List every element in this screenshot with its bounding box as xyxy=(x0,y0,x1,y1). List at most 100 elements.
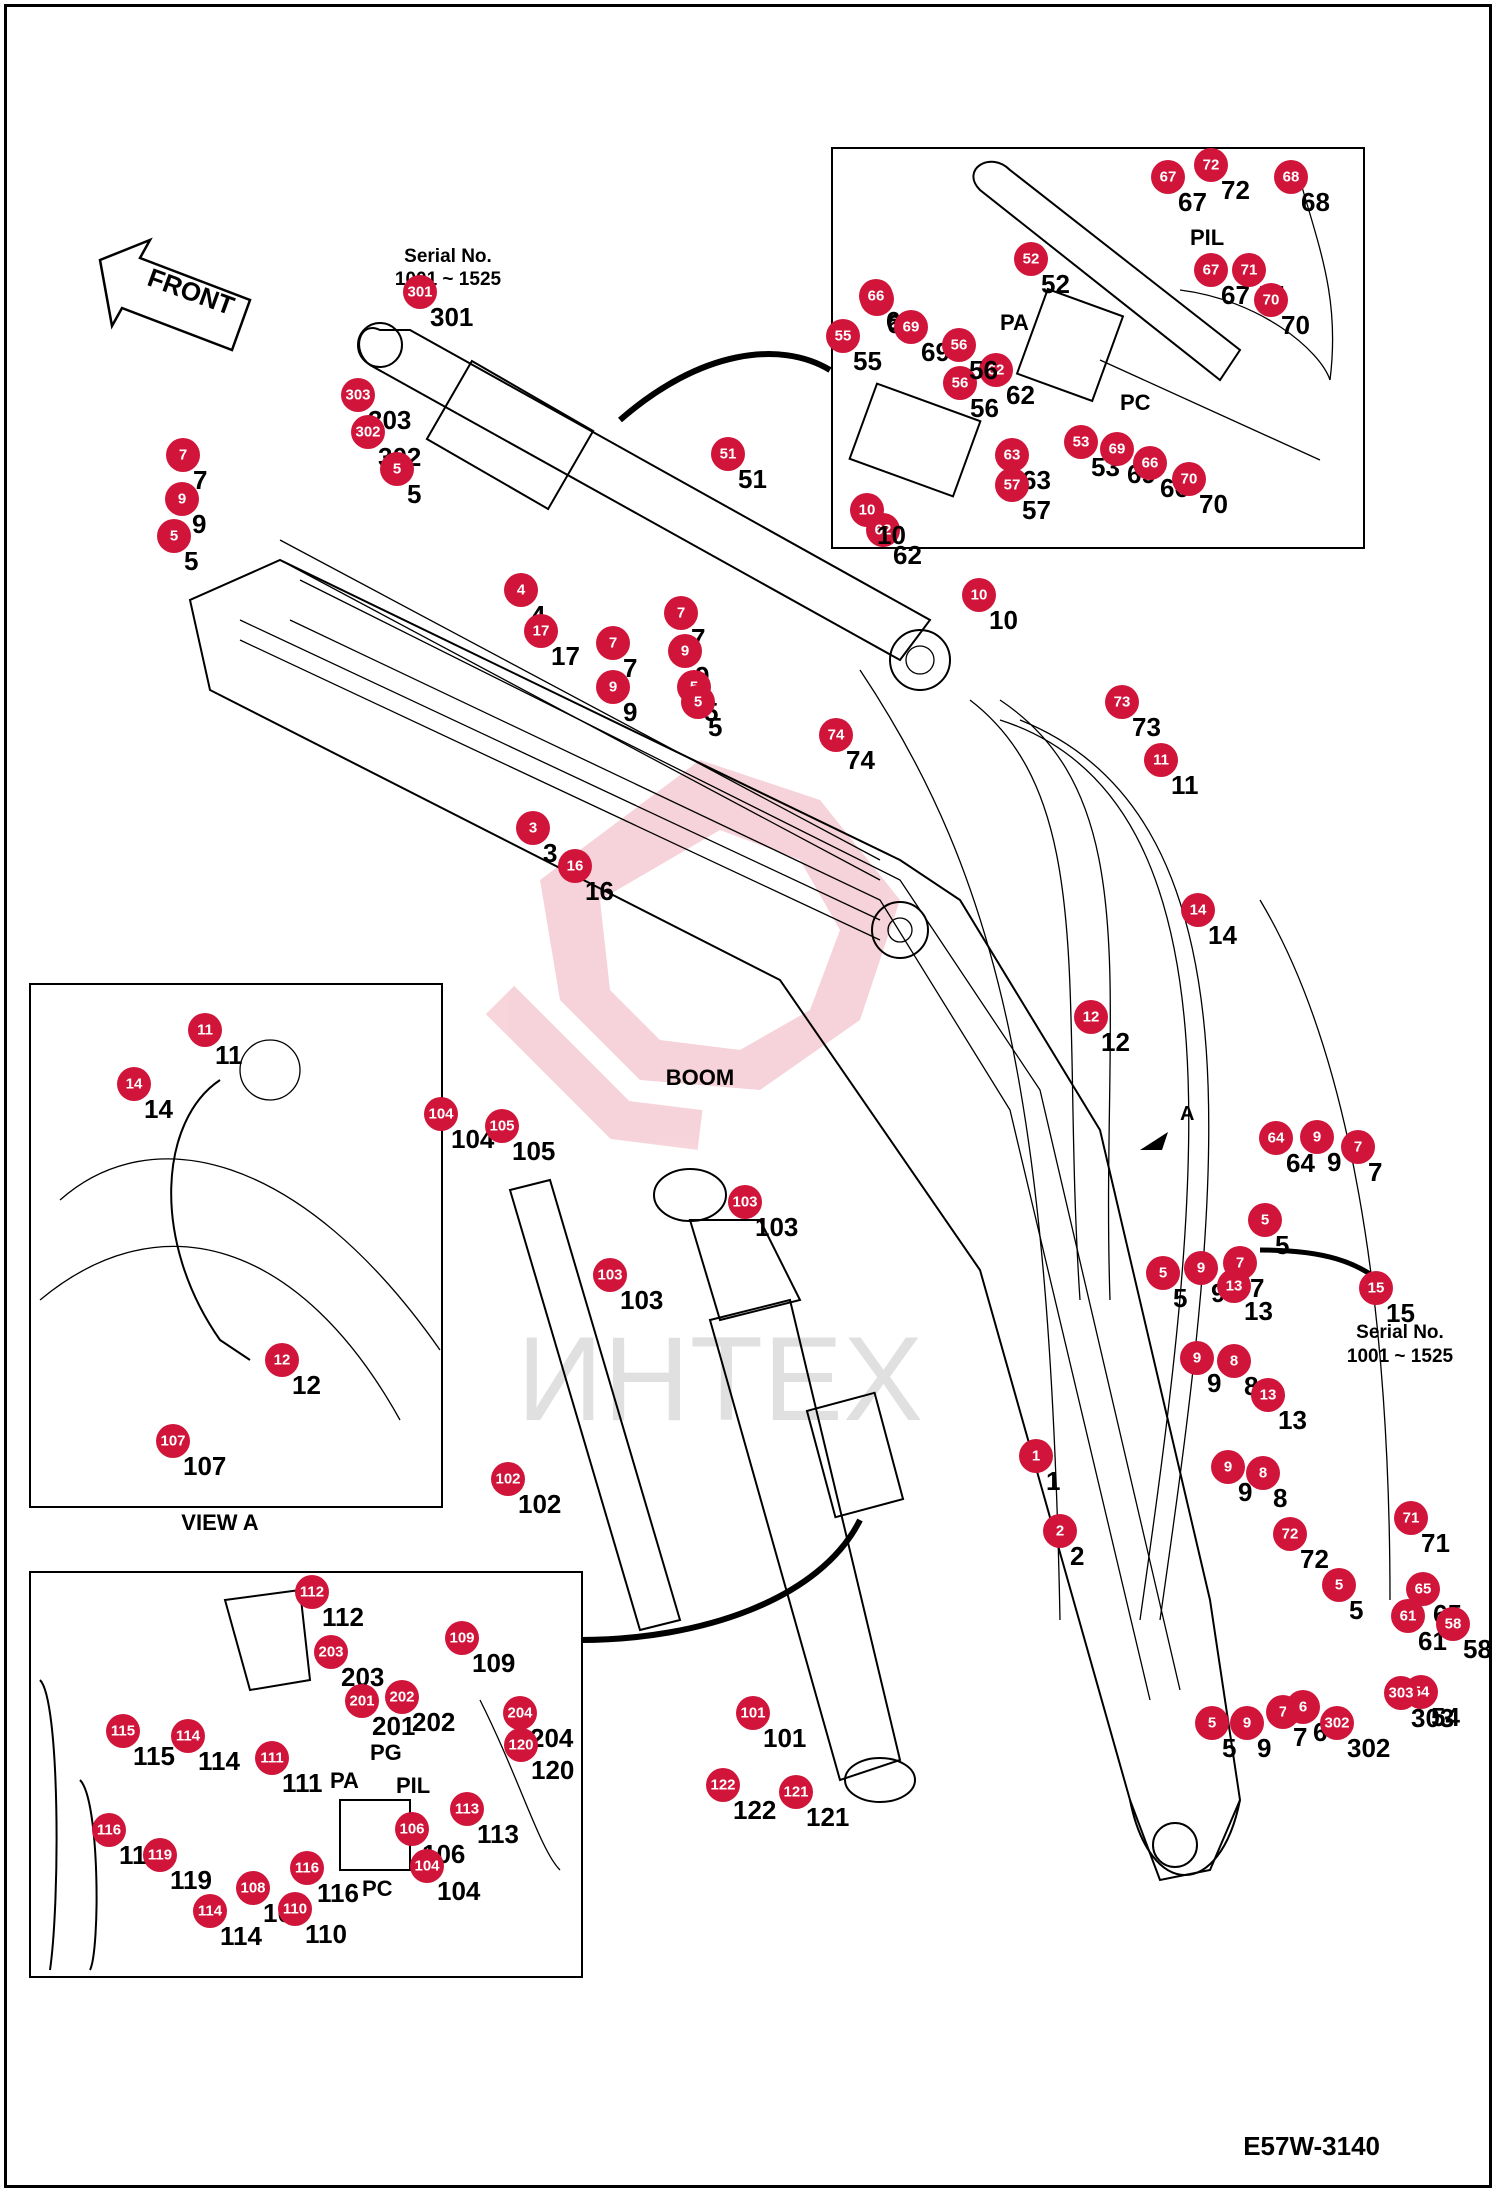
part-callout-72: 72 xyxy=(1273,1517,1307,1551)
part-number-label: 17 xyxy=(551,641,580,671)
svg-text:68: 68 xyxy=(1283,169,1300,186)
port-label: PA xyxy=(1000,310,1029,335)
part-number-label: 70 xyxy=(1199,489,1228,519)
view-a-arrow-letter: A xyxy=(1180,1103,1194,1125)
svg-text:56: 56 xyxy=(952,375,969,392)
svg-text:7: 7 xyxy=(179,447,187,464)
part-callout-65: 65 xyxy=(1406,1572,1440,1606)
view-a-arrow xyxy=(1140,1132,1168,1150)
svg-text:303: 303 xyxy=(1388,1685,1413,1702)
part-callout-5: 5 xyxy=(1146,1256,1180,1290)
part-number-label: 55 xyxy=(853,346,882,376)
part-callout-12: 12 xyxy=(1074,1000,1108,1034)
svg-text:6: 6 xyxy=(1299,1699,1307,1716)
svg-text:52: 52 xyxy=(1023,251,1040,268)
part-number-label: 105 xyxy=(512,1136,555,1166)
part-callout-70: 70 xyxy=(1254,283,1288,317)
svg-text:7: 7 xyxy=(1354,1139,1362,1156)
svg-text:64: 64 xyxy=(1268,1130,1285,1147)
part-callout-14: 14 xyxy=(117,1067,151,1101)
part-number-label: 56 xyxy=(969,355,998,385)
svg-text:53: 53 xyxy=(1073,434,1090,451)
svg-text:9: 9 xyxy=(1224,1459,1232,1476)
front-arrow: FRONT xyxy=(98,237,252,352)
part-callout-71: 71 xyxy=(1232,253,1266,287)
svg-text:104: 104 xyxy=(428,1106,454,1123)
port-label: PG xyxy=(370,1740,402,1765)
part-callout-52: 52 xyxy=(1014,242,1048,276)
part-number-label: 301 xyxy=(430,302,473,332)
part-number-label: 14 xyxy=(144,1094,173,1124)
part-callout-7: 7 xyxy=(664,596,698,630)
svg-text:202: 202 xyxy=(389,1689,414,1706)
svg-text:10: 10 xyxy=(859,502,876,519)
part-callout-17: 17 xyxy=(524,614,558,648)
part-number-label: 102 xyxy=(518,1489,561,1519)
part-callout-116: 116 xyxy=(290,1851,324,1885)
part-callout-15: 15 xyxy=(1359,1271,1393,1305)
part-number-label: 2 xyxy=(1070,1541,1084,1571)
part-number-label: 12 xyxy=(292,1370,321,1400)
svg-text:14: 14 xyxy=(1190,902,1207,919)
part-callout-63: 63 xyxy=(995,438,1029,472)
part-callout-72: 72 xyxy=(1194,148,1228,182)
part-callout-74: 74 xyxy=(819,718,853,752)
part-callout-55: 55 xyxy=(826,319,860,353)
part-number-label: 302 xyxy=(1347,1733,1390,1763)
svg-text:9: 9 xyxy=(1313,1129,1321,1146)
part-callout-5: 5 xyxy=(681,685,715,719)
part-number-label: 58 xyxy=(1463,1634,1492,1664)
part-callout-9: 9 xyxy=(1180,1341,1214,1375)
part-number-label: 72 xyxy=(1221,175,1250,205)
part-callout-9: 9 xyxy=(165,482,199,516)
svg-text:71: 71 xyxy=(1403,1510,1420,1527)
part-number-label: 15 xyxy=(1386,1298,1415,1328)
part-callout-102: 102 xyxy=(491,1462,525,1496)
part-number-label: 5 xyxy=(1173,1283,1187,1313)
part-callout-202: 202 xyxy=(385,1680,419,1714)
part-callout-5: 5 xyxy=(380,452,414,486)
part-callout-56: 56 xyxy=(942,328,976,362)
part-callout-7: 7 xyxy=(1341,1130,1375,1164)
svg-text:11: 11 xyxy=(1153,752,1169,769)
part-number-label: 9 xyxy=(623,697,637,727)
part-number-label: 14 xyxy=(1208,920,1237,950)
part-number-label: 5 xyxy=(1349,1595,1363,1625)
svg-text:74: 74 xyxy=(828,727,845,744)
svg-text:302: 302 xyxy=(1324,1715,1349,1732)
part-number-label: 74 xyxy=(846,745,875,775)
part-number-label: 201 xyxy=(372,1711,415,1741)
part-callout-5: 5 xyxy=(1322,1568,1356,1602)
part-number-label: 116 xyxy=(317,1878,359,1908)
svg-text:72: 72 xyxy=(1282,1526,1299,1543)
svg-text:112: 112 xyxy=(300,1584,324,1601)
svg-text:13: 13 xyxy=(1226,1278,1243,1295)
detail-panel-top xyxy=(831,147,1365,549)
part-callout-6: 6 xyxy=(1286,1690,1320,1724)
svg-text:3: 3 xyxy=(529,820,537,837)
svg-text:72: 72 xyxy=(1203,157,1220,174)
part-callout-9: 9 xyxy=(1184,1251,1218,1285)
part-number-label: 54 xyxy=(1431,1702,1460,1732)
watermark-text: ИНТЕХ xyxy=(517,1312,923,1446)
part-number-label: 101 xyxy=(763,1723,806,1753)
part-number-label: 72 xyxy=(1300,1544,1329,1574)
part-number-label: 5 xyxy=(1275,1230,1289,1260)
part-number-label: 16 xyxy=(585,876,614,906)
svg-text:71: 71 xyxy=(1241,262,1258,279)
svg-text:103: 103 xyxy=(732,1194,757,1211)
part-callout-9: 9 xyxy=(1300,1120,1334,1154)
svg-text:105: 105 xyxy=(489,1118,514,1135)
part-callout-105: 105 xyxy=(485,1109,519,1143)
svg-text:15: 15 xyxy=(1368,1280,1385,1297)
part-number-label: 8 xyxy=(1273,1483,1287,1513)
part-callout-9: 9 xyxy=(1230,1706,1264,1740)
svg-text:8: 8 xyxy=(1259,1465,1267,1482)
part-number-label: 10 xyxy=(877,520,906,550)
part-callout-56: 56 xyxy=(943,366,977,400)
part-number-label: 7 xyxy=(1368,1157,1382,1187)
boom-body xyxy=(188,558,1242,1882)
part-number-label: 51 xyxy=(738,464,767,494)
part-number-label: 122 xyxy=(733,1795,776,1825)
part-callout-1: 1 xyxy=(1019,1439,1053,1473)
